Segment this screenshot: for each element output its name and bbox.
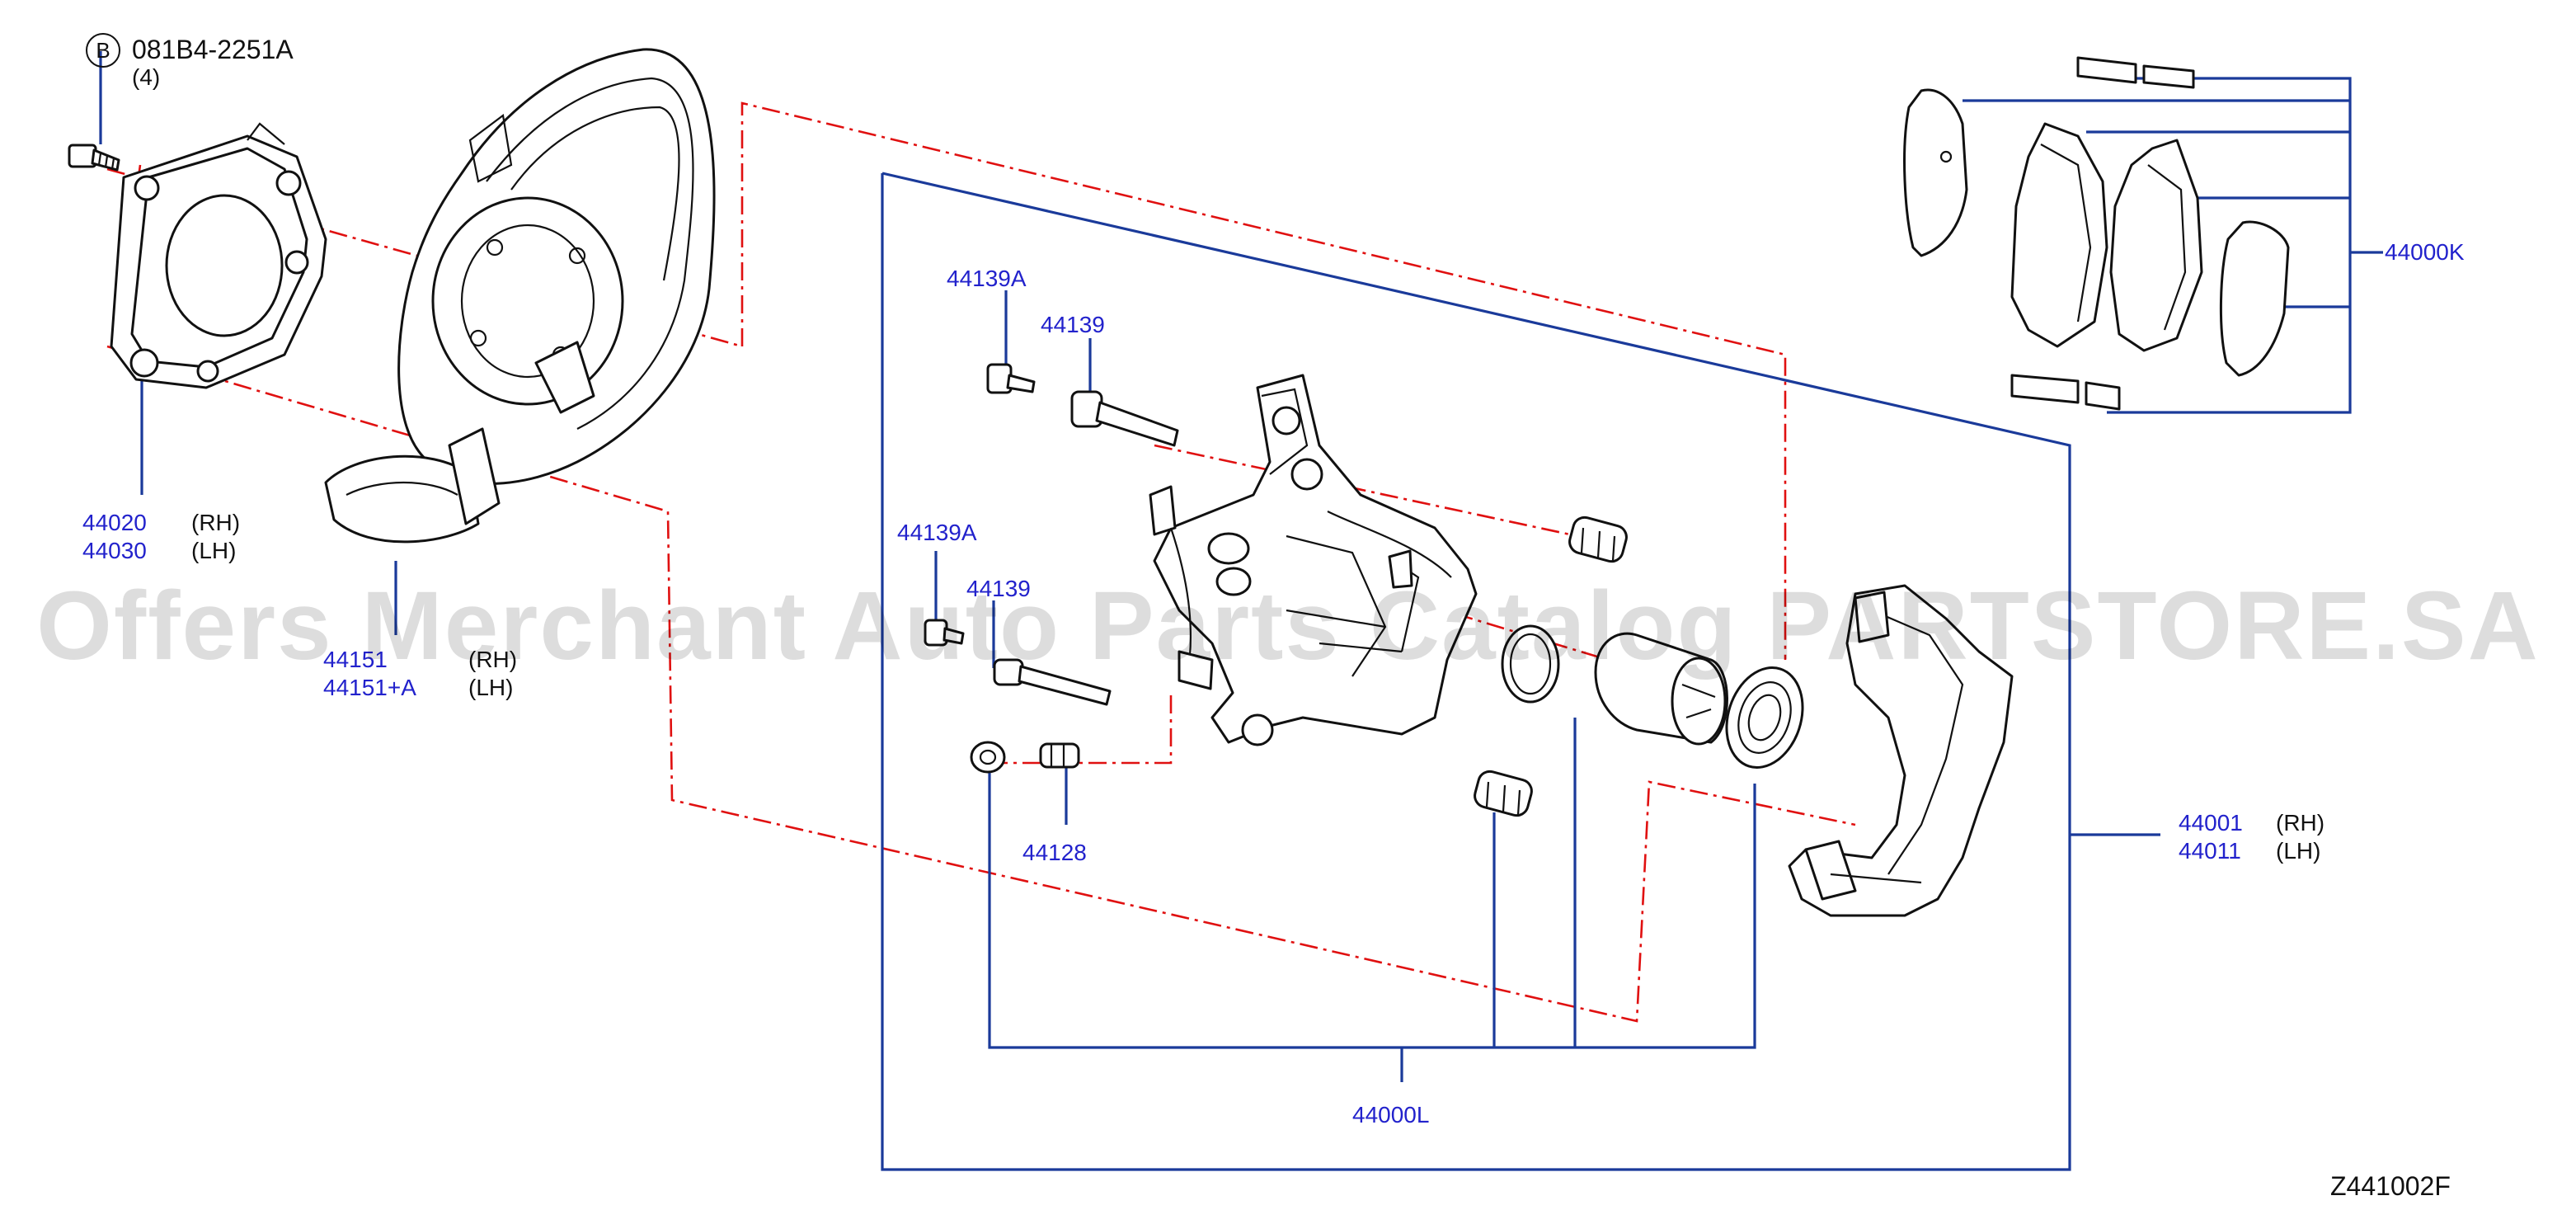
caliper-seal-kit-part	[1474, 515, 1628, 817]
part-number-44030[interactable]: 44030	[82, 538, 147, 563]
dust-shield-part	[324, 48, 716, 544]
part-number-44001[interactable]: 44001	[2179, 810, 2243, 836]
part-number-44139-lower[interactable]: 44139	[966, 576, 1031, 601]
side-rh-44020: (RH)	[191, 510, 241, 535]
mounting-bracket-part	[110, 122, 327, 389]
part-number-44139a-top[interactable]: 44139A	[947, 266, 1027, 291]
bolt-part	[68, 144, 120, 172]
pin-boot-part	[970, 741, 1080, 774]
alignment-lines	[106, 101, 1856, 1023]
part-number-44128[interactable]: 44128	[1022, 840, 1087, 865]
watermark-text: Offers Merchant Auto Parts Catalog PARTS…	[36, 572, 2540, 680]
side-lh-44011: (LH)	[2276, 838, 2321, 864]
side-rh-44151: (RH)	[468, 647, 518, 672]
brake-pad-kit-part	[1903, 56, 2290, 411]
part-number-44020[interactable]: 44020	[82, 510, 147, 535]
caliper-body-part	[1149, 374, 1478, 746]
part-number-44000k[interactable]: 44000K	[2385, 239, 2465, 265]
side-lh-44151-a: (LH)	[468, 675, 514, 700]
part-number-44000l[interactable]: 44000L	[1352, 1102, 1430, 1127]
caliper-carrier-part	[1788, 584, 2014, 917]
part-number-44151-a[interactable]: 44151+A	[323, 675, 416, 700]
bolt-part-number[interactable]: 081B4-2251A	[132, 35, 294, 64]
bolt-quantity: (4)	[132, 64, 161, 90]
guide-pin-part	[993, 390, 1179, 706]
part-number-44151[interactable]: 44151	[323, 647, 388, 672]
part-number-44139-top[interactable]: 44139	[1041, 312, 1105, 337]
side-rh-44001: (RH)	[2276, 810, 2325, 836]
piston-boot-part	[1725, 666, 1804, 770]
diagram-code: Z441002F	[2330, 1171, 2451, 1201]
piston-part	[1594, 632, 1728, 746]
side-lh-44030: (LH)	[191, 538, 237, 563]
bolt-symbol-badge: B	[86, 33, 120, 68]
caliper-bolt-part	[924, 363, 1036, 647]
part-number-44139a-lower[interactable]: 44139A	[897, 520, 977, 545]
leader-lines	[99, 51, 2383, 1171]
part-number-44011[interactable]: 44011	[2179, 838, 2241, 864]
